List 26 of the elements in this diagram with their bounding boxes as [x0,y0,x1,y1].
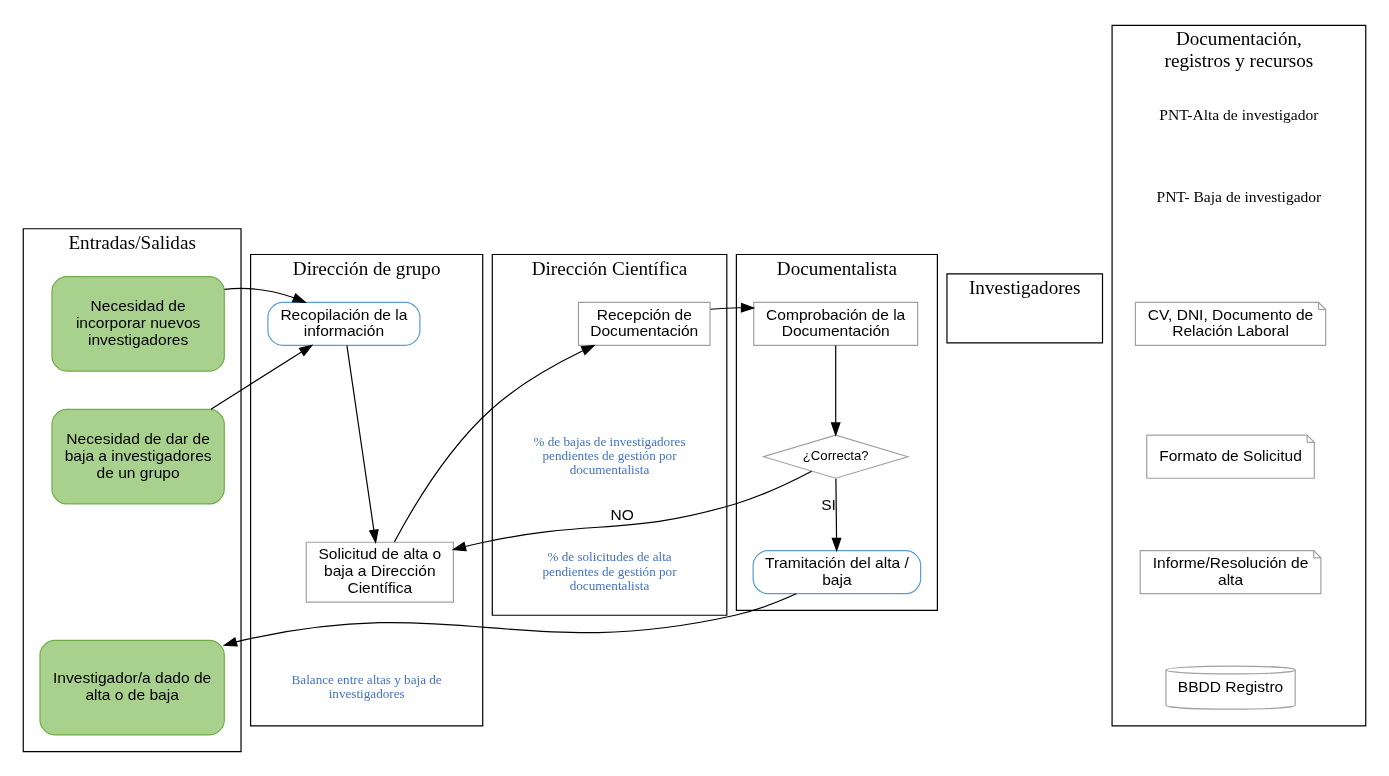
node-box: Investigadores [946,272,1104,343]
arrow [210,344,314,410]
arrow [346,344,379,544]
node-box: Tramitación del alta / baja [752,549,922,594]
node-box: Investigador/a dado de alta o de baja [39,639,225,735]
arrow [709,302,756,313]
node-box: Necesidad de incorporar nuevos investigadores [51,275,225,372]
edge-label: SI [821,495,836,513]
node-box: Comprobación de la Documentación [753,301,919,346]
node-box: Necesidad de dar de baja a investigadores de un grupo [51,408,225,505]
arrow [223,287,307,303]
label: PNT-Alta de investigador [1159,105,1319,123]
node-box: Solicitud de alta o baja a Dirección Científica [305,541,454,603]
node-box: Recopilación de la información [267,301,421,346]
label: % de solicitudes de alta pendientes de gestión por documentalista [542,548,677,593]
edge-label: NO [610,505,634,523]
arrow [393,344,596,543]
label: PNT- Baja de investigador [1156,187,1322,205]
node-box: Recepción de Documentación [577,301,711,346]
label: Balance entre altas y baja de investigadores [291,671,442,701]
node-diamond: ¿Correcta? [761,434,910,479]
arrow [222,592,797,647]
label: % de bajas de investigadores pendientes de gestión por documentalista [533,433,686,477]
arrow [831,477,842,552]
arrow [451,470,813,551]
arrow [830,344,841,437]
